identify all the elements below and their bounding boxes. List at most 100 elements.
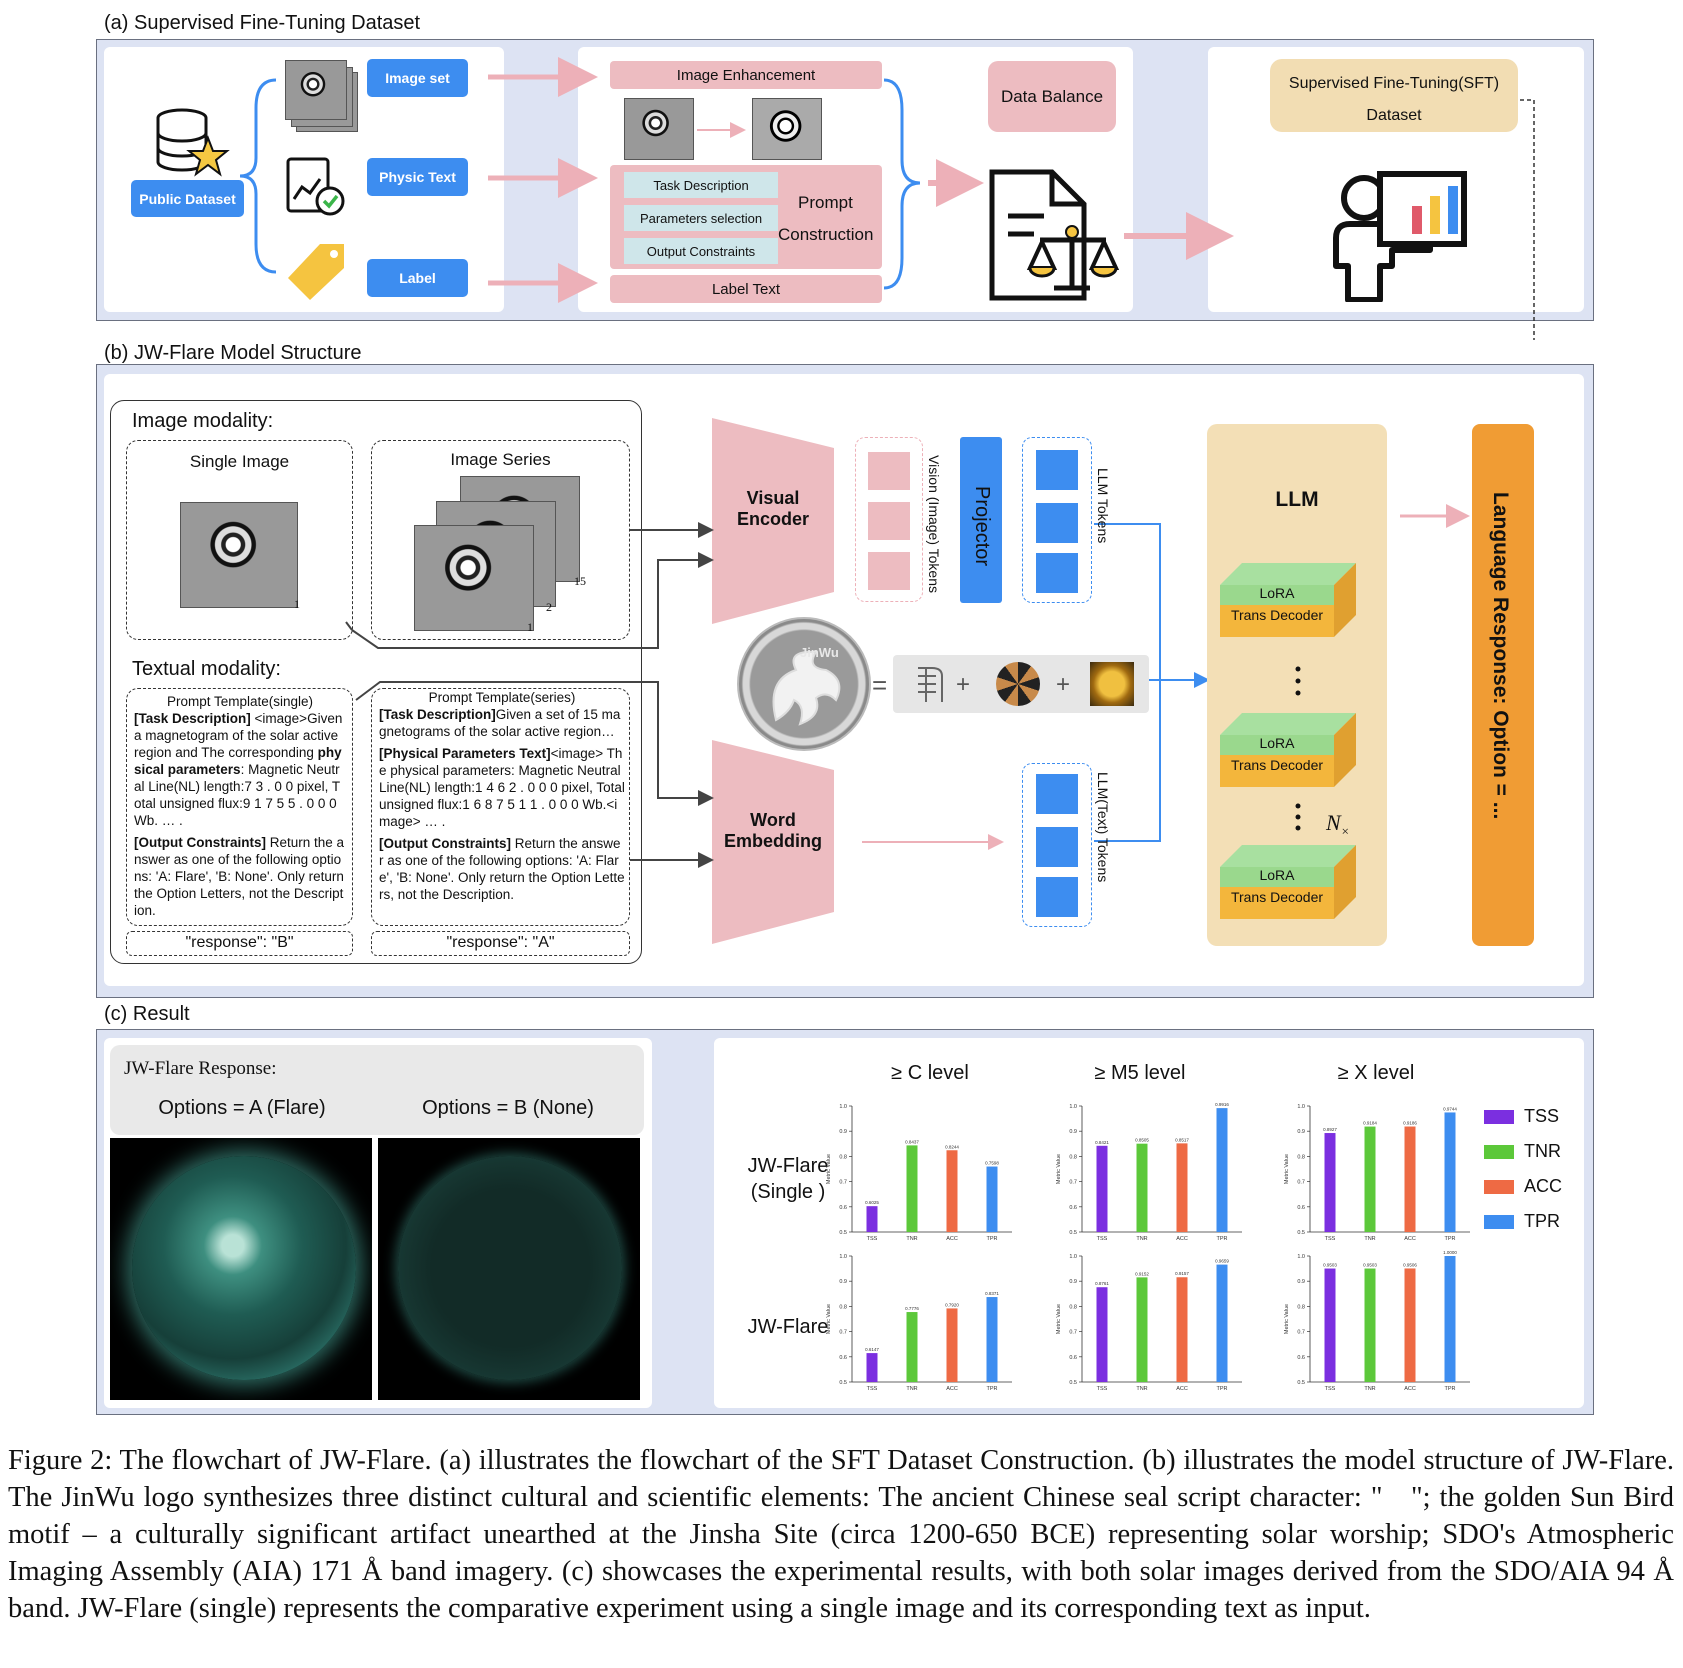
legend-label-tpr: TPR — [1524, 1211, 1560, 1231]
template-series-phys: [Physical Parameters Text]<image> The ph… — [379, 746, 625, 829]
chart-bar-tpr — [986, 1166, 998, 1232]
database-icon — [156, 108, 230, 177]
label-text-box: Label Text — [610, 275, 882, 303]
chart-category-label: ACC — [946, 1236, 958, 1242]
chart-tick-label: 0.9 — [839, 1279, 847, 1285]
image-set-thumb-1 — [285, 60, 347, 120]
encoder-shapes — [345, 418, 1470, 944]
chart-bar-tnr — [1136, 1143, 1148, 1232]
chart-category-label: TNR — [1136, 1236, 1147, 1242]
chart-bar-tnr — [1136, 1277, 1148, 1382]
chart-data-label: 1.0000 — [1443, 1250, 1457, 1255]
enhance-before-image — [624, 98, 694, 160]
chart-tick-label: 0.8 — [1297, 1304, 1305, 1310]
chart-tick-label: 0.8 — [839, 1304, 847, 1310]
parameters-selection-box: Parameters selection — [624, 205, 778, 231]
series-image-1 — [414, 525, 534, 631]
single-image-magnetogram — [180, 502, 298, 608]
llm-text-token — [1036, 827, 1078, 867]
llm-tokens-label: LLM Tokens — [1095, 468, 1111, 544]
chart-data-label: 0.9157 — [1175, 1271, 1189, 1276]
template-series-frame — [371, 688, 630, 926]
chart-category-label: ACC — [1404, 1236, 1416, 1242]
prompt-construction-label-2: Construction — [778, 225, 874, 244]
single-image-label: Single Image — [189, 452, 290, 471]
section-a-label: (a) Supervised Fine-Tuning Dataset — [104, 12, 421, 34]
legend-swatch-tss — [1484, 1110, 1514, 1124]
chart-tick-label: 0.8 — [839, 1154, 847, 1160]
col-title-c: ≥ C level — [891, 1062, 969, 1084]
brace-left — [239, 78, 277, 274]
col-title-m5: ≥ M5 level — [1094, 1062, 1186, 1084]
physic-text-button: Physic Text — [367, 158, 468, 196]
option-b-label: Options = B (None) — [422, 1097, 594, 1119]
chart-category-label: TSS — [867, 1386, 878, 1392]
chart-y-label: Metric Value — [1284, 1304, 1290, 1334]
chart-tick-label: 0.7 — [839, 1180, 847, 1186]
trans-decoder-label-3: Trans Decoder — [1230, 889, 1324, 905]
lora-label-2: LoRA — [1259, 735, 1295, 751]
chart-y-label: Metric Value — [1056, 1154, 1062, 1184]
chart-tick-label: 0.5 — [1069, 1230, 1077, 1236]
data-balance-box: Data Balance — [988, 61, 1116, 132]
chart-tick-label: 0.9 — [1069, 1129, 1077, 1135]
lora-label-1: LoRA — [1259, 585, 1295, 601]
legend-swatch-tpr — [1484, 1215, 1514, 1229]
chart-bar-tss — [1096, 1287, 1108, 1382]
image-enhancement-box: Image Enhancement — [610, 61, 882, 89]
chart-tick-label: 1.0 — [1297, 1254, 1305, 1260]
legend-label-acc: ACC — [1524, 1176, 1563, 1196]
label-button: Label — [367, 259, 468, 297]
chart-tick-label: 1.0 — [839, 1254, 847, 1260]
template-single-frame — [126, 688, 353, 926]
seal-character-icon — [918, 667, 943, 702]
chart-category-label: ACC — [1176, 1236, 1188, 1242]
llm-text-token — [1036, 877, 1078, 917]
chart-category-label: TSS — [1097, 1386, 1108, 1392]
image-modality-label: Image modality: — [132, 410, 274, 432]
chart-category-label: TSS — [1325, 1386, 1336, 1392]
llm-token — [1036, 450, 1078, 490]
chart-tick-label: 1.0 — [1069, 1104, 1077, 1110]
llm-token — [1036, 553, 1078, 593]
chart-bar-tpr — [1444, 1256, 1456, 1382]
template-single-title: Prompt Template(single) — [166, 694, 314, 709]
textual-modality-label: Textual modality: — [132, 658, 281, 680]
language-response-box — [1472, 424, 1534, 946]
aia-171-sun-icon — [1090, 662, 1134, 706]
quiet-sun-disk — [398, 1156, 622, 1380]
template-single-output: [Output Constraints] Return the answer a… — [134, 835, 345, 918]
chart-bar-tnr — [1364, 1126, 1376, 1232]
template-single-task: [Task Description] <image>Given a magnet… — [134, 711, 343, 828]
vision-token — [868, 502, 910, 540]
chart-category-label: TSS — [867, 1236, 878, 1242]
public-dataset-button: Public Dataset — [131, 180, 244, 217]
chart-bar-tnr — [1364, 1268, 1376, 1382]
legend-swatch-acc — [1484, 1180, 1514, 1194]
lora-decoder-layers — [1220, 563, 1356, 919]
chart-data-label: 0.8927 — [1323, 1127, 1337, 1132]
template-series-text: Prompt Template(series) [Task Descriptio… — [379, 689, 625, 903]
series-index-15: 15 — [574, 574, 586, 588]
sun-bird-icon — [772, 650, 841, 726]
chart-data-label: 0.8437 — [905, 1139, 919, 1144]
jinwu-logo-text: JinWu — [800, 645, 839, 660]
chart-tick-label: 0.6 — [1297, 1205, 1305, 1211]
visual-encoder-label-2: Encoder — [736, 509, 810, 529]
plus-sign-2: + — [1056, 671, 1071, 698]
balance-document-icon — [989, 169, 1120, 301]
chart-category-label: TPR — [1445, 1386, 1456, 1392]
response-header-box — [110, 1045, 644, 1135]
chart-bar-tpr — [1216, 1108, 1228, 1232]
chart-bar-tpr — [986, 1297, 998, 1382]
presenter-icon — [1333, 171, 1467, 302]
chart-bar-tss — [1324, 1268, 1336, 1382]
chart-bar-tnr — [906, 1145, 918, 1232]
llm-text-tokens-label: LLM(Text) Tokens — [1095, 772, 1111, 883]
chart-category-label: ACC — [1404, 1386, 1416, 1392]
projector-label: Projector — [971, 486, 993, 567]
chart-data-label: 0.9506 — [1403, 1262, 1417, 1267]
chart-tick-label: 0.5 — [839, 1230, 847, 1236]
chart-bar-tss — [1096, 1145, 1108, 1232]
llm-label: LLM — [1275, 488, 1319, 511]
